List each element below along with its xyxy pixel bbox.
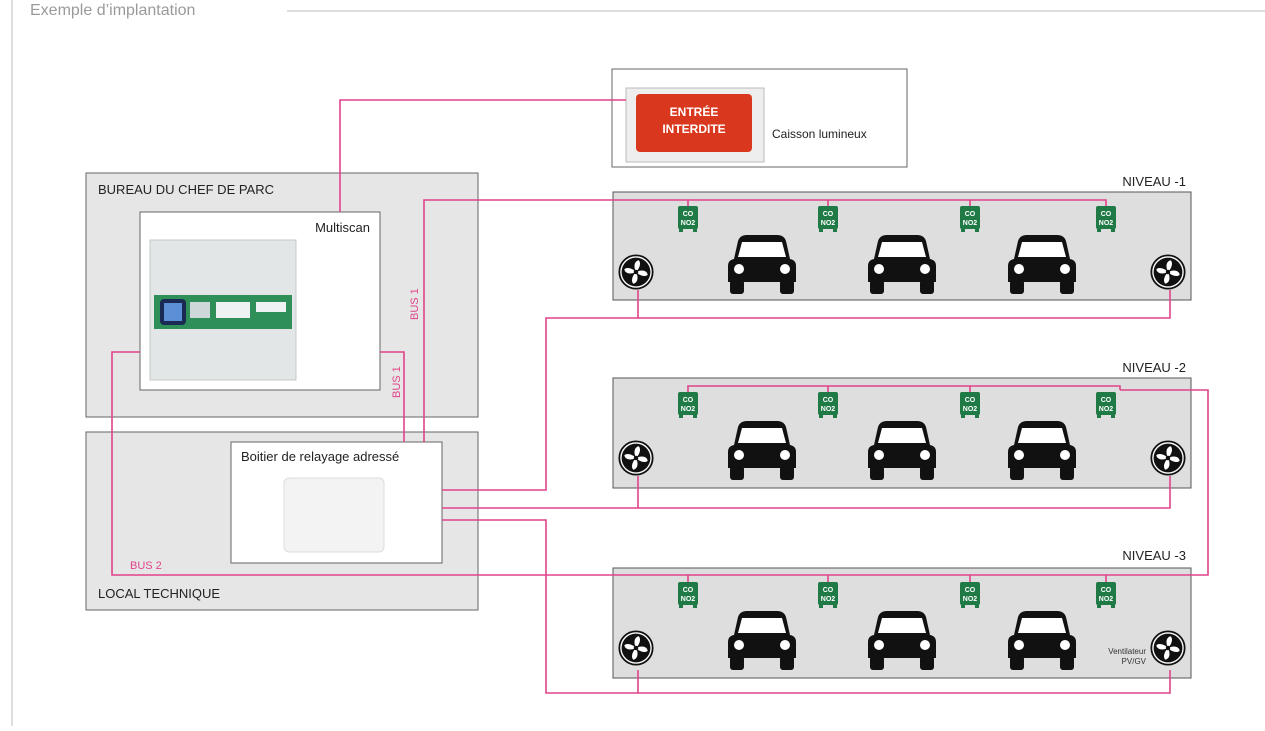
sensor-label-co: CO: [965, 587, 976, 594]
bus2-label: BUS 2: [130, 560, 162, 572]
bus-wiring: [111, 99, 1209, 694]
level-3-label: NIVEAU -3: [1122, 548, 1186, 563]
sensor-label-co: CO: [823, 211, 834, 218]
sensor-icon: [960, 392, 980, 418]
bus1-label-short: BUS 1: [391, 366, 403, 398]
sensor-label-no2: NO2: [1099, 406, 1114, 413]
fan-caption-line2: PV/GV: [1122, 657, 1147, 666]
section-title: Exemple d’implantation: [30, 2, 195, 19]
fan-icon: [1150, 440, 1186, 476]
sensor-label-co: CO: [823, 587, 834, 594]
sign-caption: Caisson lumineux: [772, 127, 867, 141]
level-1-label: NIVEAU -1: [1122, 174, 1186, 189]
sensor-label-co: CO: [683, 397, 694, 404]
sensor-label-no2: NO2: [681, 406, 696, 413]
sensor-label-no2: NO2: [821, 406, 836, 413]
sensor-icon: [1096, 392, 1116, 418]
sensor-icon: [818, 206, 838, 232]
sensor-label-no2: NO2: [963, 220, 978, 227]
fan-icon: [618, 254, 654, 290]
sensor-label-no2: NO2: [681, 596, 696, 603]
sensor-label-co: CO: [683, 587, 694, 594]
controller-icon: [149, 239, 297, 381]
sign-text-line1: ENTRÉE: [670, 104, 719, 119]
sign-icon: [625, 87, 765, 163]
fan-icon: [1150, 630, 1186, 666]
sensor-label-co: CO: [965, 397, 976, 404]
sensor-icon: [960, 582, 980, 608]
level-2-label: NIVEAU -2: [1122, 360, 1186, 375]
sensor-label-co: CO: [683, 211, 694, 218]
relay-box-label: Boitier de relayage adressé: [241, 449, 399, 464]
fan-caption-line1: Ventilateur: [1108, 647, 1146, 656]
sensor-icon: [1096, 206, 1116, 232]
sensor-icon: [678, 392, 698, 418]
sensor-label-co: CO: [1101, 211, 1112, 218]
sensor-label-no2: NO2: [821, 596, 836, 603]
sensor-label-no2: NO2: [1099, 596, 1114, 603]
multiscan-label: Multiscan: [315, 220, 370, 235]
sensor-label-no2: NO2: [821, 220, 836, 227]
relay-box-image: [283, 477, 385, 553]
room-office-label: BUREAU DU CHEF DE PARC: [98, 182, 274, 197]
sensor-icon: [678, 206, 698, 232]
sensor-icon: [678, 582, 698, 608]
title-backdrop: [20, 0, 282, 20]
sensor-icon: [960, 206, 980, 232]
sensor-label-no2: NO2: [963, 596, 978, 603]
sensor-icon: [818, 582, 838, 608]
fan-icon: [1150, 254, 1186, 290]
sensor-label-no2: NO2: [963, 406, 978, 413]
fan-icon: [618, 440, 654, 476]
fan-icon: [618, 630, 654, 666]
sensor-label-co: CO: [1101, 587, 1112, 594]
room-technical-label: LOCAL TECHNIQUE: [98, 586, 220, 601]
sensor-label-co: CO: [1101, 397, 1112, 404]
sensor-label-no2: NO2: [1099, 220, 1114, 227]
sensor-icon: [1096, 582, 1116, 608]
sensor-label-no2: NO2: [681, 220, 696, 227]
sensor-icon: [818, 392, 838, 418]
bus1-label-vertical: BUS 1: [409, 288, 421, 320]
sensor-label-co: CO: [823, 397, 834, 404]
sensor-label-co: CO: [965, 211, 976, 218]
sign-text-line2: INTERDITE: [662, 122, 725, 136]
